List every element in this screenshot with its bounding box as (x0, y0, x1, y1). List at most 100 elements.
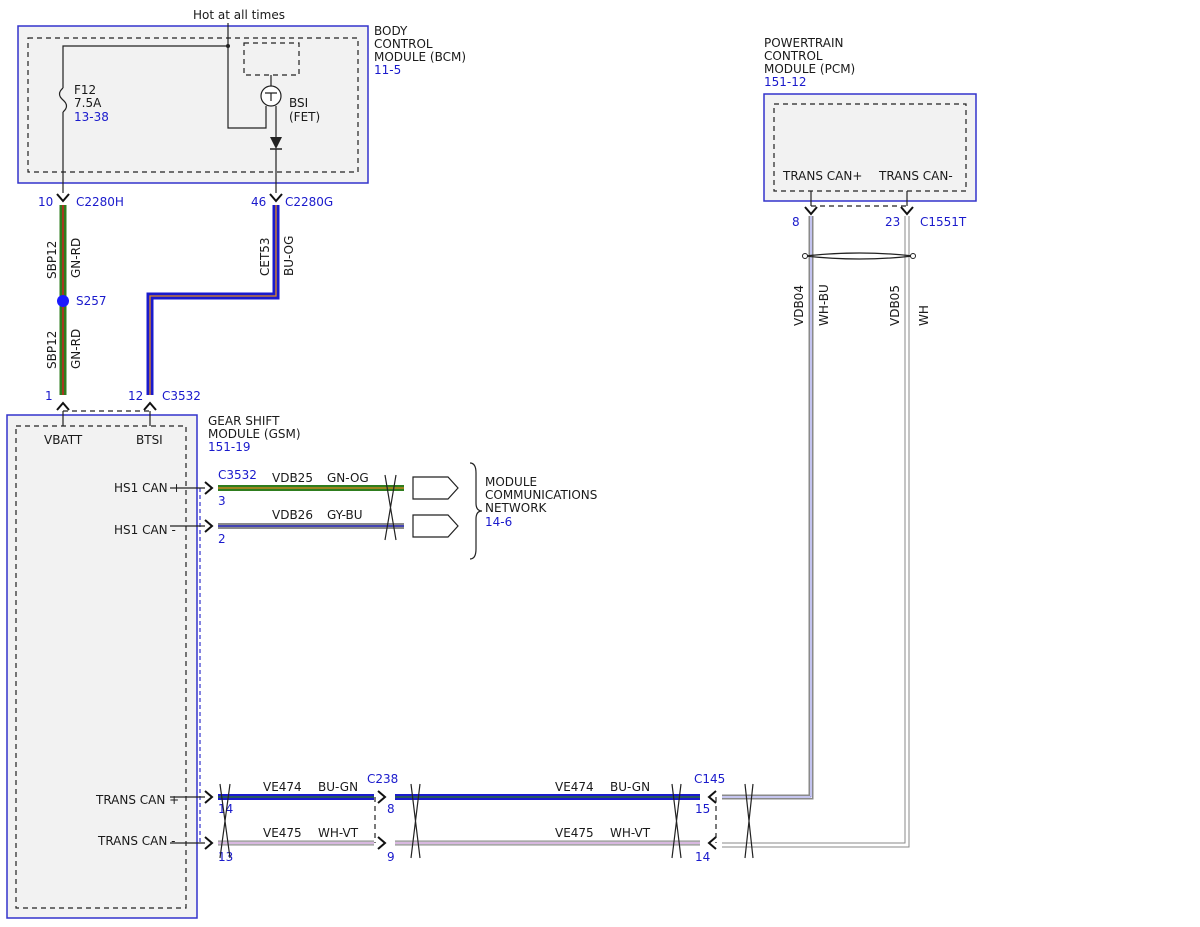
network-name-line1: MODULE (485, 475, 537, 489)
bsi-name: BSI (289, 96, 308, 110)
vdb26-circuit: VDB26 (272, 508, 313, 522)
sbp12-circuit-lower: SBP12 (45, 331, 59, 369)
gsm-ref: 151-19 (208, 440, 251, 454)
ve475-color-seg1: WH-VT (318, 826, 359, 840)
gsm-pin-btsi: BTSI (136, 433, 163, 447)
gsm-trans-can-plus-arrow (204, 790, 214, 804)
c2280h-connector-arrow (56, 193, 70, 203)
fuse-icon (58, 87, 68, 113)
sbp12-circuit-upper: SBP12 (45, 241, 59, 279)
pcm-name-line3: MODULE (PCM) (764, 62, 855, 76)
c3532-hs1-plus-pin: 3 (218, 494, 226, 508)
ve475-circuit-seg2: VE475 (555, 826, 594, 840)
bcm-inner-boundary (27, 37, 359, 173)
bcm-outline (17, 25, 369, 184)
sbp12-color-lower: GN-RD (69, 329, 83, 369)
fuse-name: F12 (74, 83, 96, 97)
wire-vdb05-core (722, 216, 909, 847)
cet53-color: BU-OG (282, 236, 296, 276)
gsm-module: VBATT BTSI HS1 CAN + HS1 CAN - TRANS CAN… (6, 411, 301, 919)
twisted-pair-icon (744, 783, 754, 859)
c3532-hs-label: C3532 (218, 468, 257, 482)
twist-end-dot (910, 253, 916, 259)
c145-minus-arrow (707, 836, 717, 850)
trans-can-wires: 14 13 VE474 BU-GN VE475 WH-VT C238 8 9 V… (170, 772, 725, 864)
splice-label: S257 (76, 294, 107, 308)
gsm-pin-hs1-plus: HS1 CAN + (114, 481, 182, 495)
pcm-ref: 151-12 (764, 75, 807, 89)
vdb05-color: WH (917, 305, 931, 326)
ve474-color-seg2: BU-GN (610, 780, 650, 794)
hs1-minus-network-arrow (412, 514, 459, 538)
diode-icon (270, 137, 282, 149)
fet-symbol (265, 92, 277, 101)
pcm-pin-trans-can-minus: TRANS CAN- (878, 169, 953, 183)
hs1-minus-arrow (204, 519, 214, 533)
c1551t-minus-pin: 23 (885, 215, 900, 229)
pcm-can-wires: VDB04 WH-BU VDB05 WH (722, 216, 931, 859)
vdb25-circuit: VDB25 (272, 471, 313, 485)
gsm-trans-can-plus-pin: 14 (218, 802, 233, 816)
twisted-pair-icon (410, 783, 421, 859)
wire-vdb05-body (722, 216, 910, 848)
twist-end-dot (802, 253, 808, 259)
gsm-outline (6, 414, 198, 919)
c145-plus-arrow (707, 790, 717, 804)
gsm-name-line2: MODULE (GSM) (208, 427, 301, 441)
ve475-circuit-seg1: VE475 (263, 826, 302, 840)
gsm-pin-hs1-minus: HS1 CAN - (114, 523, 176, 537)
bsi-type: (FET) (289, 110, 320, 124)
gsm-inner-boundary (15, 425, 187, 909)
bsi-control-box (243, 42, 300, 76)
ve474-color-seg1: BU-GN (318, 780, 358, 794)
c3532-vbatt-arrow (56, 401, 70, 411)
ve474-circuit-seg1: VE474 (263, 780, 302, 794)
twisted-pair-icon (804, 252, 914, 260)
twisted-pair-icon (384, 474, 397, 541)
network-brace (469, 462, 483, 560)
fuse-ref: 13-38 (74, 110, 109, 124)
bcm-internal-feed (62, 45, 267, 129)
c2280h-pin: 10 (38, 195, 53, 209)
pcm-pin-trans-can-plus: TRANS CAN+ (782, 169, 862, 183)
bcm-name-line1: BODY (374, 24, 408, 38)
c3532-hs1-minus-pin: 2 (218, 532, 226, 546)
c238-plus-pin: 8 (387, 802, 395, 816)
vdb25-color: GN-OG (327, 471, 369, 485)
pcm-inner-boundary (773, 103, 967, 192)
network-name-line2: COMMUNICATIONS (485, 488, 597, 502)
c1551t-label: C1551T (920, 215, 967, 229)
c145-plus-pin: 15 (695, 802, 710, 816)
ve475-color-seg2: WH-VT (610, 826, 651, 840)
gsm-pin-vbatt: VBATT (44, 433, 83, 447)
bcm-name-line3: MODULE (BCM) (374, 50, 466, 64)
bsi-fet: BSI (FET) (243, 42, 320, 193)
c2280g-pin: 46 (251, 195, 266, 209)
c3532-vbatt-pin: 1 (45, 389, 53, 403)
splice-s257 (57, 295, 69, 307)
pcm-outline (763, 93, 977, 202)
vdb04-color: WH-BU (817, 284, 831, 326)
c2280g-label: C2280G (285, 195, 333, 209)
vdb05-circuit: VDB05 (888, 285, 902, 326)
c238-minus-arrow (377, 836, 387, 850)
vdb04-circuit: VDB04 (792, 285, 806, 326)
c238-label: C238 (367, 772, 398, 786)
wire-cet53-tracer (149, 205, 277, 395)
c3532-btsi-pin: 12 (128, 389, 143, 403)
wire-cet53: CET53 BU-OG (146, 205, 296, 395)
bcm-module: BODY CONTROL MODULE (BCM) 11-5 (17, 24, 466, 184)
c2280h-label: C2280H (76, 195, 124, 209)
pcm-module: POWERTRAIN CONTROL MODULE (PCM) 151-12 T… (763, 36, 977, 202)
c145-label: C145 (694, 772, 725, 786)
c238-minus-pin: 9 (387, 850, 395, 864)
c238-plus-arrow (377, 790, 387, 804)
cet53-circuit: CET53 (258, 237, 272, 276)
network-ref: 14-6 (485, 515, 512, 529)
gsm-pin-trans-can-minus: TRANS CAN - (97, 834, 176, 848)
gsm-pin-trans-can-plus: TRANS CAN + (95, 793, 179, 807)
c2280g-connector-arrow (269, 193, 283, 203)
gsm-name-line1: GEAR SHIFT (208, 414, 280, 428)
twisted-pair-icon (671, 783, 682, 859)
